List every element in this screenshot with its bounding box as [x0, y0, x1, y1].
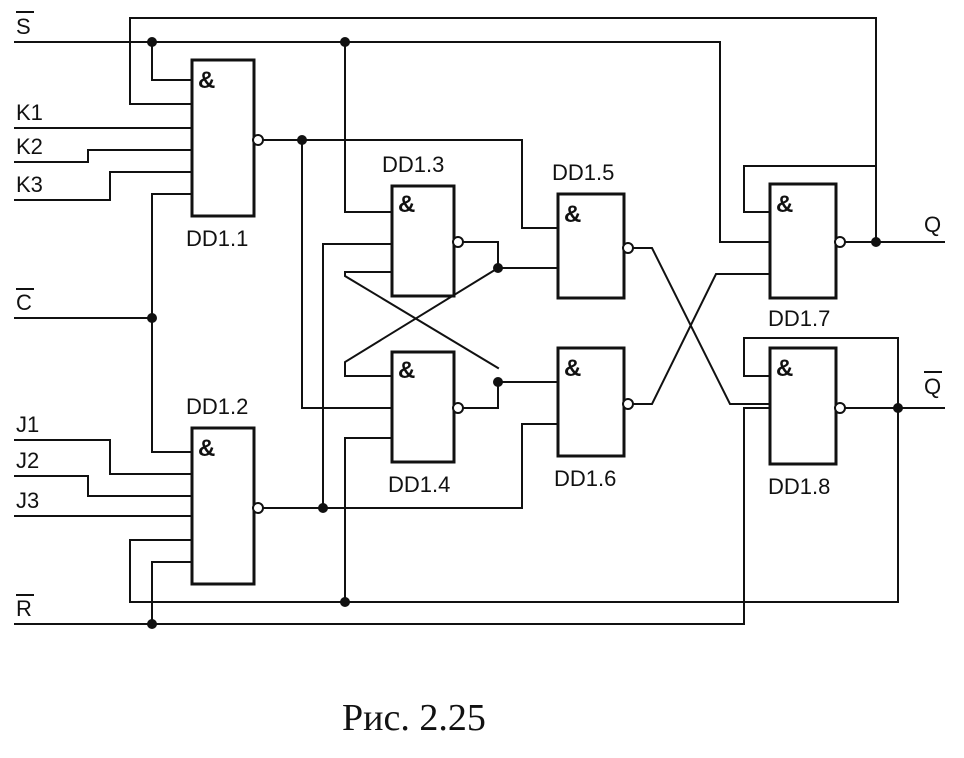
- wire-dd12-to-dd13: [322, 243, 393, 509]
- gate-dd1-4: & DD1.4: [388, 350, 464, 497]
- inverter-bubble: [452, 402, 464, 414]
- wire-dd11-out: [261, 139, 559, 229]
- inverter-bubble: [252, 134, 264, 146]
- wire-s-to-dd13: [344, 41, 393, 213]
- gate-label: DD1.3: [382, 152, 444, 177]
- input-label-j1: J1: [16, 412, 39, 437]
- gate-dd1-2: & DD1.2: [186, 394, 264, 586]
- gate-body: [768, 182, 838, 300]
- junction-dot: [297, 135, 307, 145]
- junction-dot: [871, 237, 881, 247]
- gate-dd1-6: & DD1.6: [554, 346, 634, 491]
- wire-dd14-out: [461, 381, 559, 409]
- gate-dd1-8: & DD1.8: [768, 346, 846, 499]
- gate-dd1-5: & DD1.5: [552, 160, 634, 300]
- junction-dot: [893, 403, 903, 413]
- input-label-s: S: [16, 14, 31, 39]
- junction-dot: [340, 37, 350, 47]
- gate-and-symbol: &: [198, 67, 215, 94]
- wire-r-to-dd12: [151, 561, 193, 625]
- junction-dot: [493, 377, 503, 387]
- gate-and-symbol: &: [398, 191, 415, 218]
- wire-j2: [14, 475, 193, 497]
- gate-label: DD1.7: [768, 306, 830, 331]
- input-label-j2: J2: [16, 448, 39, 473]
- gate-and-symbol: &: [564, 201, 581, 228]
- wire-q-feedback-top: [129, 17, 877, 243]
- input-label-k3: K3: [16, 172, 43, 197]
- inverter-bubble: [834, 236, 846, 248]
- junction-dot: [493, 263, 503, 273]
- gate-body: [556, 192, 626, 300]
- inverter-bubble: [622, 398, 634, 410]
- gate-label: DD1.1: [186, 226, 248, 251]
- inverter-bubble: [834, 402, 846, 414]
- wire-dd17-latch: [743, 165, 877, 243]
- wire-c-vertical: [151, 193, 193, 453]
- input-label-k1: K1: [16, 100, 43, 125]
- inverter-bubble: [452, 236, 464, 248]
- junction-dot: [147, 37, 157, 47]
- gate-body: [768, 346, 838, 466]
- figure-caption: Рис. 2.25: [342, 697, 486, 739]
- signal-labels: S K1 K2 K3 C J1 J2 J3 R Q Q: [16, 11, 942, 621]
- wire-s: [14, 41, 771, 243]
- input-label-c: C: [16, 290, 32, 315]
- gate-and-symbol: &: [776, 191, 793, 218]
- wire-dd11-to-dd14: [301, 139, 393, 409]
- junction-dot: [318, 503, 328, 513]
- inverter-bubble: [252, 502, 264, 514]
- gate-body: [556, 346, 626, 458]
- wire-j1: [14, 439, 193, 475]
- gate-and-symbol: &: [198, 435, 215, 462]
- gate-and-symbol: &: [776, 355, 793, 382]
- gate-body: [190, 58, 256, 218]
- gate-and-symbol: &: [564, 355, 581, 382]
- wire-dd16-out: [629, 273, 771, 405]
- wire-s-to-dd11: [151, 41, 193, 81]
- gate-label: DD1.4: [388, 472, 450, 497]
- gate-label: DD1.2: [186, 394, 248, 419]
- gate-and-symbol: &: [398, 357, 415, 384]
- gate-dd1-1: & DD1.1: [186, 58, 264, 251]
- wires: [14, 17, 945, 625]
- wire-cross-14-13: [344, 271, 500, 370]
- wire-k3: [14, 171, 193, 201]
- junctions: [147, 37, 903, 629]
- gate-label: DD1.8: [768, 474, 830, 499]
- wire-dd18-latch: [743, 337, 899, 409]
- gate-dd1-3: & DD1.3: [382, 152, 464, 298]
- junction-dot: [147, 619, 157, 629]
- gate-body: [390, 184, 456, 298]
- wire-k2: [14, 149, 193, 163]
- input-label-k2: K2: [16, 134, 43, 159]
- output-label-q-inverted: Q: [924, 374, 941, 399]
- gate-label: DD1.6: [554, 466, 616, 491]
- wire-r-to-dd14: [344, 437, 393, 603]
- input-label-r: R: [16, 596, 32, 621]
- junction-dot: [340, 597, 350, 607]
- wire-dd12-out: [261, 423, 559, 509]
- output-label-q: Q: [924, 212, 941, 237]
- input-label-j3: J3: [16, 488, 39, 513]
- wire-r: [14, 407, 771, 625]
- inverter-bubble: [622, 242, 634, 254]
- wire-dd13-out: [461, 241, 559, 269]
- wire-cross-13-14: [344, 266, 500, 377]
- wire-dd15-out: [629, 247, 771, 405]
- junction-dot: [147, 313, 157, 323]
- gate-dd1-7: & DD1.7: [768, 182, 846, 331]
- wire-qinv-feedback-bottom: [129, 539, 899, 603]
- gate-label: DD1.5: [552, 160, 614, 185]
- gate-body: [190, 426, 256, 586]
